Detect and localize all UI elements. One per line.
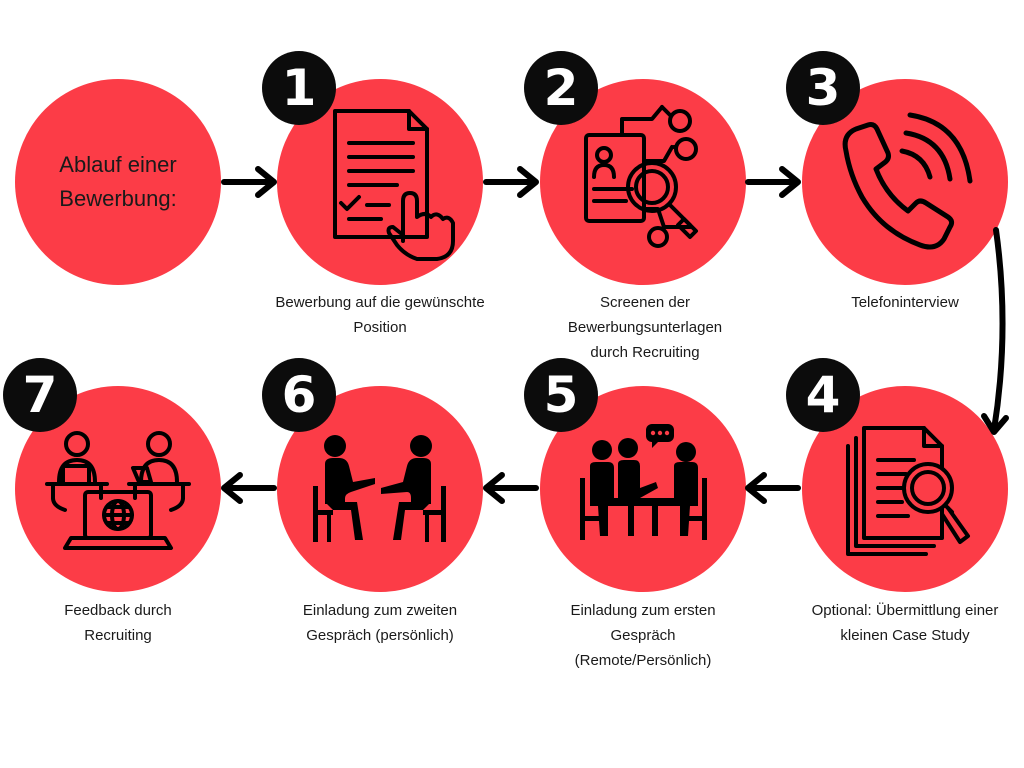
step-7-caption: Feedback durch Recruiting bbox=[64, 602, 172, 644]
group-meeting-icon bbox=[580, 424, 707, 540]
step-4-caption: Optional: Übermittlung einer kleinen Cas… bbox=[811, 602, 999, 644]
step-5-badge: 5 bbox=[524, 358, 598, 432]
arrow-start-to-1 bbox=[221, 166, 277, 198]
step-7-badge: 7 bbox=[3, 358, 77, 432]
document-hand-icon bbox=[333, 109, 455, 261]
step-4-badge: 4 bbox=[786, 358, 860, 432]
step-2-badge: 2 bbox=[524, 51, 598, 125]
arrow-6-to-7 bbox=[221, 472, 277, 504]
phone-icon bbox=[842, 112, 973, 250]
arrow-5-to-6 bbox=[483, 472, 539, 504]
arrow-2-to-3 bbox=[745, 166, 801, 198]
step-3-caption: Telefoninterview bbox=[851, 294, 959, 311]
step-6-circle bbox=[277, 386, 483, 592]
step-1-caption: Bewerbung auf die gewünschte Position bbox=[275, 294, 485, 336]
step-7-circle bbox=[15, 386, 221, 592]
step-5-caption: Einladung zum ersten Gespräch (Remote/Pe… bbox=[570, 602, 716, 669]
profile-search-icon bbox=[584, 105, 698, 248]
step-3-badge: 3 bbox=[786, 51, 860, 125]
step-6-badge: 6 bbox=[262, 358, 336, 432]
arrow-4-to-5 bbox=[745, 472, 801, 504]
online-meeting-icon bbox=[45, 431, 191, 550]
arrow-1-to-2 bbox=[483, 166, 539, 198]
step-2-caption: Screenen der Bewerbungsunterlagen durch … bbox=[567, 294, 723, 361]
step-4-circle bbox=[802, 386, 1008, 592]
step-6-caption: Einladung zum zweiten Gespräch (persönli… bbox=[302, 602, 458, 644]
interview-icon bbox=[313, 435, 446, 542]
diagram-title: Ablauf einer Bewerbung: bbox=[59, 152, 177, 211]
documents-search-icon bbox=[846, 426, 970, 556]
start-circle: Ablauf einer Bewerbung: bbox=[15, 79, 221, 285]
step-1-badge: 1 bbox=[262, 51, 336, 125]
